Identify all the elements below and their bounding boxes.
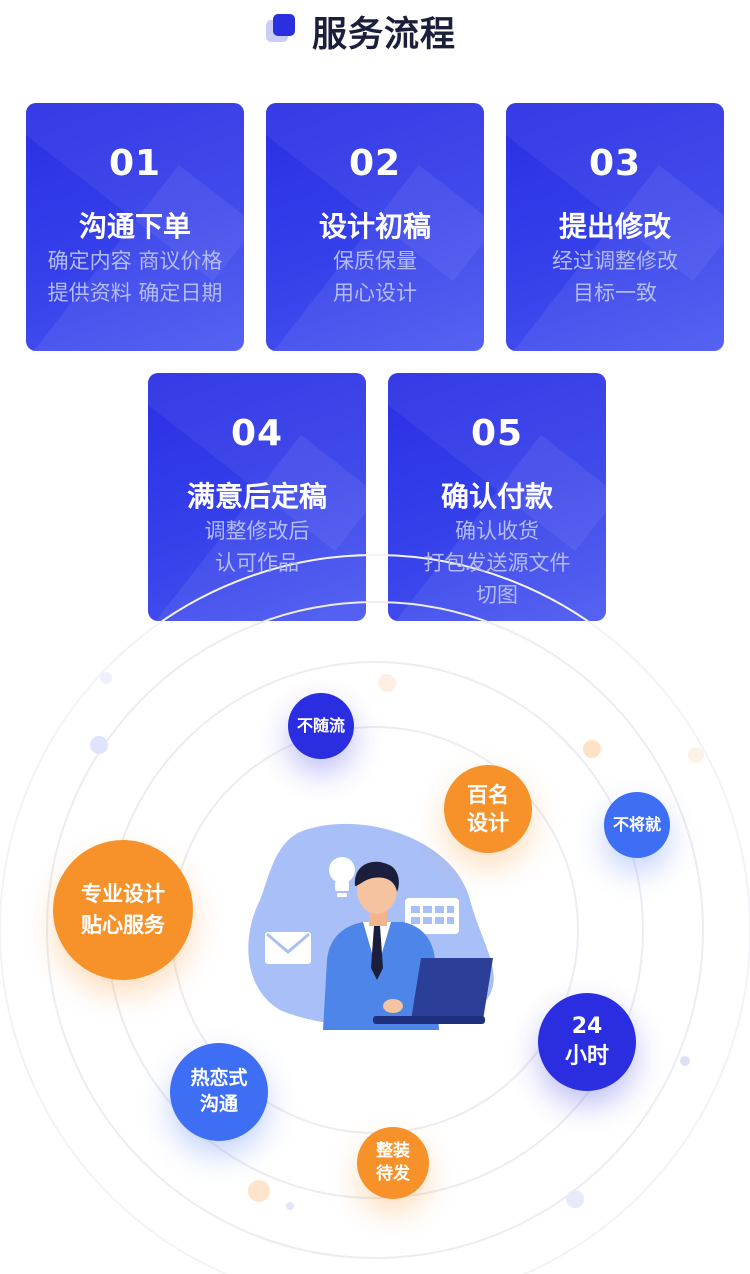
step-number: 02 — [348, 143, 402, 184]
decor-dot — [566, 1190, 584, 1208]
step-title: 沟通下单 — [78, 210, 191, 243]
bubble-no-compromise: 不将就 — [604, 792, 670, 858]
step-number: 04 — [230, 413, 284, 454]
step-description: 保质保量 用心设计 — [266, 245, 484, 309]
lightbulb-icon — [329, 857, 355, 897]
step-desc-line: 调整修改后 — [204, 519, 310, 543]
bubble-label: 百名 — [467, 782, 509, 807]
bubble-label: 不将就 — [612, 815, 661, 835]
step-title: 确认付款 — [440, 480, 553, 513]
step-desc-line: 目标一致 — [573, 281, 657, 305]
step-description: 确认收货 打包发送源文件 切图 — [388, 515, 606, 611]
step-description: 调整修改后 认可作品 — [148, 515, 366, 579]
step-card-2: 02 设计初稿 保质保量 用心设计 — [266, 103, 484, 351]
step-desc-line: 切图 — [476, 583, 518, 607]
step-desc-line: 经过调整修改 — [552, 249, 678, 273]
bubble-label: 整装 — [376, 1141, 410, 1162]
service-illustration: 不随流 百名 设计 不将就 专业设计 贴心服务 24 小时 热恋式 沟通 整装 … — [0, 554, 750, 1274]
decor-dot — [378, 674, 396, 692]
step-desc-line: 确认收货 — [455, 519, 539, 543]
bubble-label: 小时 — [564, 1044, 609, 1069]
section-header: Service Items 服务流程 — [0, 0, 750, 80]
bubble-professional-design: 专业设计 贴心服务 — [53, 840, 193, 980]
step-card-1: 01 沟通下单 确定内容 商议价格 提供资料 确定日期 — [26, 103, 244, 351]
step-description: 确定内容 商议价格 提供资料 确定日期 — [26, 245, 244, 309]
decor-dot — [100, 672, 112, 684]
decor-dot — [248, 1180, 270, 1202]
bubble-label: 沟通 — [199, 1093, 238, 1115]
bubble-label: 贴心服务 — [81, 913, 165, 937]
decor-dot — [90, 736, 108, 754]
bubble-label: 设计 — [467, 811, 509, 835]
step-number: 01 — [108, 143, 162, 184]
bubble-not-conform: 不随流 — [288, 693, 354, 759]
decor-dot — [680, 1056, 690, 1066]
header-square-icon — [266, 12, 296, 46]
step-title: 提出修改 — [558, 210, 671, 243]
decor-dot — [286, 1202, 294, 1210]
bubble-label: 热恋式 — [190, 1067, 248, 1090]
step-desc-line: 用心设计 — [333, 281, 417, 305]
step-desc-line: 保质保量 — [333, 249, 417, 273]
step-desc-line: 认可作品 — [215, 551, 299, 575]
step-card-3: 03 提出修改 经过调整修改 目标一致 — [506, 103, 724, 351]
step-card-5: 05 确认付款 确认收货 打包发送源文件 切图 — [388, 373, 606, 621]
bubble-label: 待发 — [376, 1164, 410, 1184]
calendar-icon — [405, 898, 459, 934]
decor-dot — [583, 740, 601, 758]
step-desc-line: 确定内容 商议价格 — [47, 249, 223, 273]
step-title: 设计初稿 — [318, 210, 431, 243]
bubble-24-hours: 24 小时 — [538, 993, 636, 1091]
bubble-label: 专业设计 — [81, 881, 165, 906]
step-card-4: 04 满意后定稿 调整修改后 认可作品 — [148, 373, 366, 621]
step-number: 05 — [470, 413, 524, 454]
bubble-label: 24 — [571, 1014, 603, 1040]
laptop-icon — [373, 958, 493, 1024]
businessman-illustration — [248, 823, 494, 1030]
decor-dot — [688, 747, 704, 763]
step-number: 03 — [588, 143, 642, 184]
step-description: 经过调整修改 目标一致 — [506, 245, 724, 309]
bubble-passionate-communication: 热恋式 沟通 — [170, 1043, 268, 1141]
bubble-label: 不随流 — [296, 716, 345, 736]
mail-icon — [265, 932, 311, 964]
step-title: 满意后定稿 — [186, 480, 327, 513]
section-title: 服务流程 — [312, 15, 457, 55]
step-desc-line: 打包发送源文件 — [423, 551, 571, 575]
bubble-hundred-designers: 百名 设计 — [444, 765, 532, 853]
bubble-ready-to-ship: 整装 待发 — [357, 1127, 429, 1199]
step-desc-line: 提供资料 确定日期 — [47, 281, 223, 305]
